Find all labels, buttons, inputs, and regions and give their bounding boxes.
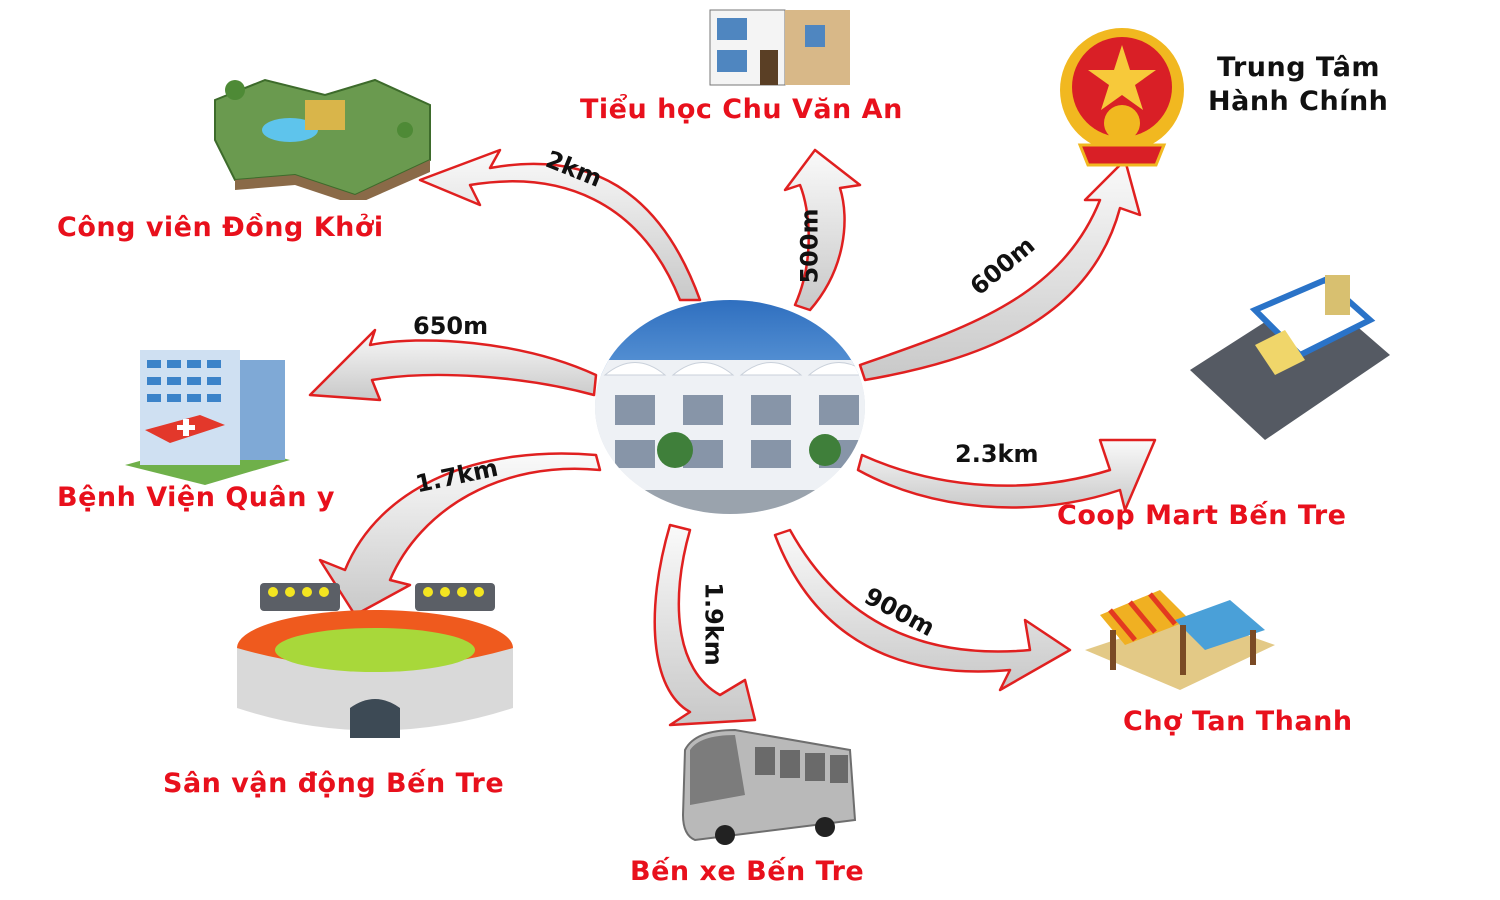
park-label: Công viên Đồng Khởi [57,212,384,243]
bus-icon [675,725,865,849]
admin-label-line2: Hành Chính [1208,86,1389,117]
park-icon [205,60,435,205]
arrow-to-bus [653,523,757,727]
arrow-to-stadium [318,452,602,617]
bus-distance: 1.9km [699,582,728,666]
hospital-label: Bệnh Viện Quân y [57,482,335,513]
arrow-to-market [773,528,1072,692]
townhouse-row-icon [595,360,865,514]
hospital-distance: 650m [413,312,489,340]
arrow-to-school [783,148,862,312]
admin-label-line1: Trung Tâm [1217,52,1381,83]
hospital-icon [105,345,295,489]
school-distance: 500m [795,208,824,284]
project-center-image [595,300,865,514]
market-label: Chợ Tan Thanh [1123,706,1353,737]
vietnam-emblem-icon [1040,25,1205,179]
market-stall-icon [1080,575,1280,699]
stadium-icon [235,578,515,747]
arrow-to-admin [858,158,1142,382]
arrow-to-hospital [308,328,598,402]
school-label: Tiểu học Chu Văn An [580,94,903,125]
stadium-label: Sân vận động Bến Tre [163,768,505,799]
mart-label: Coop Mart Bến Tre [1057,500,1347,531]
bus-label: Bến xe Bến Tre [630,856,865,887]
mart-distance: 2.3km [955,440,1039,468]
arrow-to-park [418,148,702,302]
school-icon [705,0,855,99]
supermarket-icon [1185,270,1395,474]
arrow-to-mart [856,438,1157,512]
